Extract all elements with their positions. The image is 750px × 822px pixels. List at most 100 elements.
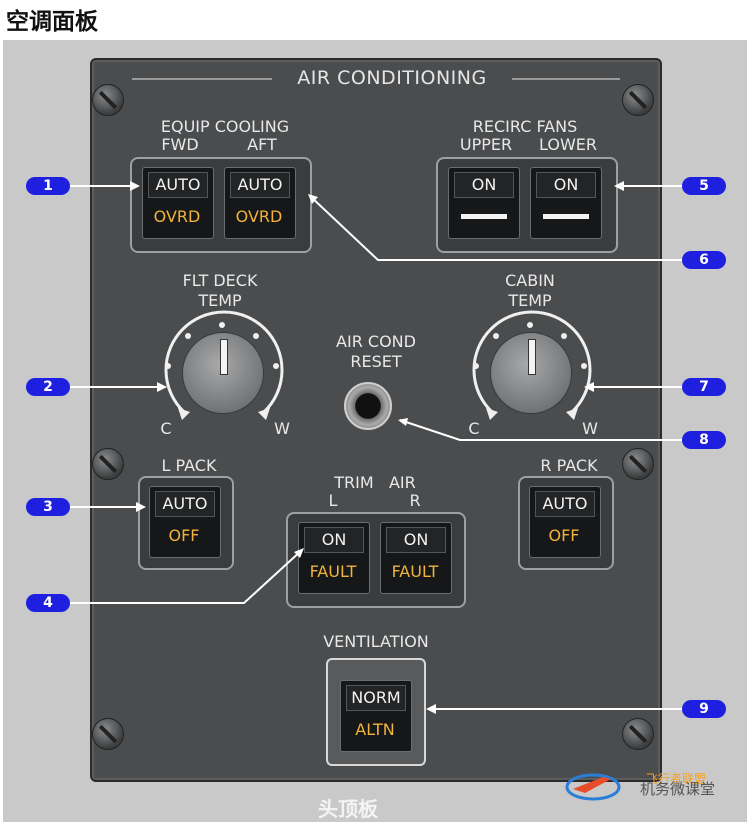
switch-bottom-legend: ALTN [355, 720, 395, 739]
knob-pointer [220, 339, 228, 375]
r-pack-switch[interactable]: AUTO OFF [529, 486, 601, 558]
switch-top-legend: ON [454, 172, 514, 198]
switch-dash-legend [543, 214, 589, 219]
r-pack-label: R PACK [540, 456, 598, 475]
switch-top-legend: ON [386, 527, 446, 553]
arrowhead-icon [398, 418, 408, 426]
arrow-icon [178, 408, 190, 420]
ventilation-switch[interactable]: NORM ALTN [340, 680, 412, 752]
callout-5: 5 [682, 177, 726, 195]
switch-top-legend: AUTO [155, 491, 215, 517]
equip-cooling-title: EQUIP COOLING [160, 117, 290, 136]
flt-deck-cold-label: C [160, 419, 172, 438]
switch-bottom-legend: FAULT [391, 562, 439, 581]
arrowhead-icon [426, 704, 436, 714]
callout-3: 3 [26, 498, 70, 516]
leader-line-6 [309, 195, 682, 261]
callout-6: 6 [682, 251, 726, 269]
arrowhead-icon [157, 382, 167, 392]
air-cond-reset-button[interactable] [344, 382, 392, 430]
arrow-icon [486, 408, 498, 420]
air-cond-reset-label-2: RESET [350, 352, 402, 371]
screw-icon [92, 84, 124, 116]
knob-pointer [528, 339, 536, 375]
ventilation-guard[interactable]: NORM ALTN [326, 658, 426, 766]
air-cond-reset-label-1: AIR COND [336, 332, 416, 351]
arrowhead-icon [308, 194, 318, 204]
title-rule-left [132, 78, 272, 80]
callout-2: 2 [26, 378, 70, 396]
equip-cooling-fwd-switch[interactable]: AUTO OVRD [142, 167, 214, 239]
trim-air-r-switch[interactable]: ON FAULT [380, 522, 452, 594]
switch-bottom-legend: OFF [168, 526, 200, 545]
flt-deck-temp-label-1: FLT DECK [182, 271, 258, 290]
recirc-fans-title: RECIRC FANS [472, 117, 578, 136]
tick-mark [581, 363, 587, 369]
recirc-fan-upper-switch[interactable]: ON [448, 167, 520, 239]
equip-cooling-aft-label: AFT [247, 135, 277, 154]
callout-8: 8 [682, 431, 726, 449]
tick-mark [273, 363, 279, 369]
switch-top-legend: AUTO [230, 172, 290, 198]
trim-air-title: TRIM AIR [334, 473, 416, 492]
cabin-temp-knob[interactable] [490, 332, 572, 414]
equip-cooling-aft-switch[interactable]: AUTO OVRD [224, 167, 296, 239]
tick-mark [219, 322, 225, 328]
cabin-scale-arc [472, 310, 592, 414]
switch-top-legend: AUTO [535, 491, 595, 517]
cabin-cold-label: C [468, 419, 480, 438]
trim-air-l-label: L [328, 491, 338, 510]
screw-icon [92, 448, 124, 480]
switch-bottom-legend: OVRD [235, 207, 283, 226]
callout-7: 7 [682, 378, 726, 396]
recirc-fan-lower-switch[interactable]: ON [530, 167, 602, 239]
switch-dash-legend [461, 214, 507, 219]
watermark-sub: 飞行者联盟 [646, 772, 707, 786]
switch-bottom-legend: FAULT [309, 562, 357, 581]
footer-caption: 头顶板 [318, 797, 378, 821]
watermark-logo-icon [565, 773, 621, 801]
flt-deck-scale-arc [164, 310, 284, 414]
title-rule-right [512, 78, 620, 80]
arrowhead-icon [614, 181, 624, 191]
cabin-warm-label: W [582, 419, 598, 438]
trim-air-l-switch[interactable]: ON FAULT [298, 522, 370, 594]
flt-deck-temp-label-2: TEMP [198, 291, 242, 310]
callout-4: 4 [26, 594, 70, 612]
flt-deck-temp-knob[interactable] [182, 332, 264, 414]
tick-mark [165, 363, 171, 369]
trim-air-group: ON FAULT ON FAULT [286, 512, 466, 608]
trim-air-r-label: R [409, 491, 421, 510]
screw-icon [92, 718, 124, 750]
panel-title: AIR CONDITIONING [297, 67, 487, 89]
arrow-icon [258, 408, 270, 420]
tick-mark [561, 333, 567, 339]
recirc-fans-group: ON ON [436, 157, 618, 253]
screw-icon [622, 448, 654, 480]
tick-mark [185, 333, 191, 339]
ventilation-label: VENTILATION [323, 632, 429, 651]
callout-9: 9 [682, 700, 726, 718]
screw-icon [622, 718, 654, 750]
tick-mark [473, 363, 479, 369]
switch-top-legend: ON [536, 172, 596, 198]
tick-mark [527, 322, 533, 328]
switch-bottom-legend: OVRD [153, 207, 201, 226]
equip-cooling-group: AUTO OVRD AUTO OVRD [130, 157, 312, 253]
callout-1: 1 [26, 177, 70, 195]
arrowhead-icon [294, 548, 304, 558]
leader-line-8 [399, 419, 682, 441]
watermark-text: 机务微课堂 [640, 780, 716, 798]
l-pack-switch[interactable]: AUTO OFF [149, 486, 221, 558]
arrowhead-icon [136, 502, 146, 512]
l-pack-group: AUTO OFF [138, 476, 234, 570]
arrowhead-icon [584, 382, 594, 392]
screw-icon [622, 84, 654, 116]
tick-mark [493, 333, 499, 339]
page-heading: 空调面板 [6, 9, 98, 35]
recirc-fans-upper-label: UPPER [459, 135, 513, 154]
cabin-temp-label-2: TEMP [508, 291, 552, 310]
tick-mark [253, 333, 259, 339]
switch-top-legend: NORM [346, 685, 406, 711]
